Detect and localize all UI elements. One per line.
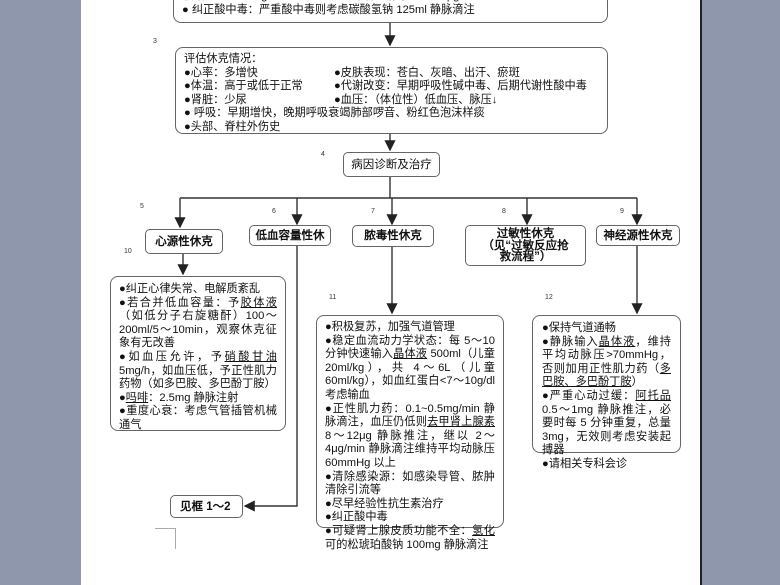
bullet-text: ●可疑肾上腺皮质功能不全： bbox=[325, 524, 473, 537]
bullet-item: ●可疑肾上腺皮质功能不全：氢化可的松琥珀酸钠 100mg 静脉滴注 bbox=[325, 525, 495, 552]
assess-item: ●体温：高于或低于正常 bbox=[184, 80, 303, 93]
bullet-text: ●稳定血流动力学状态：每 5～10 分钟快速输入 bbox=[325, 334, 495, 361]
drug-name-underlined: 氢化 bbox=[472, 524, 495, 537]
step-number-3: 3 bbox=[153, 38, 157, 45]
assess-title: 评估休克情况： bbox=[184, 53, 263, 65]
bullet-text: 8～12μg 静脉推注，继以 2～4μg/min 静脉滴注维持平均动脉压 60m… bbox=[325, 429, 495, 469]
bullet-item: ●积极复苏，加强气道管理 bbox=[325, 321, 495, 335]
bullet-text: ●如血压允许，予 bbox=[119, 350, 225, 363]
bullet-text: ●尽早经验性抗生素治疗 bbox=[325, 497, 444, 510]
bullet-text: ：2.5mg 静脉注射 bbox=[148, 391, 239, 404]
assess-item: ● 呼吸：早期增快，晚期呼吸衰竭肺部啰音、粉红色泡沫样痰 bbox=[184, 107, 485, 120]
bullet-text: 0.5～1mg 静脉推注，必要时每 5 分钟重复，总量 3mg，无效则考虑安装起… bbox=[542, 403, 671, 457]
bullet-item: ●吗啡：2.5mg 静脉注射 bbox=[119, 392, 277, 406]
bullet-item: ●若合并低血容量：予胶体液（如低分子右旋糖酐）100～200ml/5～10min… bbox=[119, 297, 277, 351]
bullet-item: ●请相关专科会诊 bbox=[542, 458, 671, 472]
drug-name-underlined: 晶体液 bbox=[393, 348, 428, 361]
bullet-text: ●严重心动过缓： bbox=[542, 389, 636, 402]
septic-treatment-box: ●积极复苏，加强气道管理 ●稳定血流动力学状态：每 5～10 分钟快速输入晶体液 … bbox=[316, 315, 504, 551]
cardiogenic-treatment-box: ●纠正心律失常、电解质紊乱●若合并低血容量：予胶体液（如低分子右旋糖酐）100～… bbox=[110, 276, 286, 431]
bullet-text: ，维持平均动脉压>70mmHg，否则加用正性肌力药（ bbox=[542, 335, 671, 375]
bullet-item: ●纠正心律失常、电解质紊乱 bbox=[119, 283, 277, 297]
drug-name-underlined: 硝酸甘油 bbox=[224, 350, 277, 363]
drug-name-underlined: 晶体液 bbox=[598, 335, 636, 348]
bullet-text: ●保持气道通畅 bbox=[542, 322, 616, 334]
step-number-8: 8 bbox=[502, 208, 506, 215]
step-number-10: 10 bbox=[124, 248, 132, 255]
bullet-text: 可的松琥珀酸钠 100mg 静脉滴注 bbox=[325, 538, 489, 551]
step-number-5: 5 bbox=[140, 203, 144, 210]
arrow-hypovolemic-to-see-box bbox=[243, 246, 298, 512]
bullet-text: ●静脉输入 bbox=[542, 335, 599, 348]
see-box-1-2: 见框 1～2 bbox=[170, 495, 243, 518]
bullet-text: ●纠正心律失常、电解质紊乱 bbox=[119, 283, 261, 295]
bullet-item: ●尽早经验性抗生素治疗 bbox=[325, 498, 495, 512]
bullet-text: ● 纠正酸中毒：严重酸中毒则考虑碳酸氢钠 125ml 静脉滴注 bbox=[182, 3, 475, 16]
assess-item: ●头部、脊柱外伤史 bbox=[184, 120, 281, 133]
bullet-item: ●清除感染源：如感染导管、脓肿清除引流等 bbox=[325, 471, 495, 498]
bullet-text: ●积极复苏，加强气道管理 bbox=[325, 321, 455, 333]
drug-name-underlined: 胶体液 bbox=[240, 296, 277, 309]
neurogenic-shock-box: 神经源性休克 bbox=[596, 225, 680, 246]
diagnosis-treatment-box: 病因诊断及治疗 bbox=[343, 152, 440, 177]
assess-item: ●代谢改变：早期呼吸性碱中毒、后期代谢性酸中毒 bbox=[334, 80, 587, 93]
step-number-4: 4 bbox=[321, 151, 325, 158]
bullet-item: ●保持气道通畅 bbox=[542, 322, 671, 336]
step-number-9: 9 bbox=[620, 208, 624, 215]
bullet-text: ●清除感染源：如感染导管、脓肿清除引流等 bbox=[325, 470, 495, 497]
bullet-item: ●稳定血流动力学状态：每 5～10 分钟快速输入晶体液 500ml（儿童 20m… bbox=[325, 335, 495, 403]
drug-name-underlined: 阿托品 bbox=[635, 389, 671, 402]
drug-name-underlined: 多巴胺、多巴酚丁胺 bbox=[542, 362, 671, 389]
assess-item: ●肾脏：少尿 bbox=[184, 93, 247, 106]
crop-mark bbox=[155, 528, 176, 549]
bullet-text: 5mg/h，如血压低，予正性肌力药物（如多巴胺、多巴酚丁胺） bbox=[119, 364, 277, 391]
bullet-text: ● bbox=[119, 391, 126, 404]
top-treatment-box: 收缩压<70mmHg 去甲肾上腺素 0.5~30μg/min● 纠正酸中毒：严重… bbox=[173, 0, 608, 23]
bullet-text: ●若合并低血容量：予 bbox=[119, 296, 241, 309]
assess-item: ●心率：多增快 bbox=[184, 66, 258, 79]
step-number-6: 6 bbox=[272, 208, 276, 215]
bullet-item: ●正性肌力药：0.1~0.5mg/min 静脉滴注，血压仍低则去甲肾上腺素8～1… bbox=[325, 403, 495, 471]
anaphylactic-shock-box: 过敏性休克 （见“过敏反应抢救流程”） bbox=[465, 225, 586, 266]
cardiogenic-shock-box: 心源性休克 bbox=[145, 229, 223, 254]
drug-name-underlined: 吗啡 bbox=[125, 391, 149, 404]
septic-shock-box: 脓毒性休克 bbox=[352, 225, 434, 247]
assess-shock-box: 评估休克情况： ●心率：多增快 ●体温：高于或低于正常 ●肾脏：少尿 ●皮肤表现… bbox=[175, 47, 608, 134]
step-number-11: 11 bbox=[329, 294, 337, 301]
bullet-text: ●请相关专科会诊 bbox=[542, 457, 628, 470]
bullet-text: ●纠正酸中毒 bbox=[325, 511, 388, 524]
bullet-item: ●静脉输入晶体液，维持平均动脉压>70mmHg，否则加用正性肌力药（多巴胺、多巴… bbox=[542, 336, 671, 390]
drug-name-underlined: 去甲肾上腺素 bbox=[427, 416, 495, 429]
bullet-text: ●重度心衰：考虑气管插管机械通气 bbox=[119, 405, 277, 431]
assess-item: ●皮肤表现：苍白、灰暗、出汗、瘀斑 bbox=[334, 66, 520, 79]
bullet-text: （如低分子右旋糖酐）100～200ml/5～10min，观察休克征象有无改善 bbox=[119, 310, 277, 350]
bullet-item: ● 纠正酸中毒：严重酸中毒则考虑碳酸氢钠 125ml 静脉滴注 bbox=[182, 4, 599, 18]
bullet-item: ●严重心动过缓：阿托品0.5～1mg 静脉推注，必要时每 5 分钟重复，总量 3… bbox=[542, 390, 671, 458]
hypovolemic-shock-box: 低血容量性休 bbox=[249, 225, 331, 246]
bullet-item: ●纠正酸中毒 bbox=[325, 511, 495, 525]
neurogenic-treatment-box: ●保持气道通畅●静脉输入晶体液，维持平均动脉压>70mmHg，否则加用正性肌力药… bbox=[532, 315, 681, 470]
bullet-text: 500ml（儿童 20ml/kg），共 4～6L（儿童 60ml/kg），如血红… bbox=[325, 348, 495, 401]
bullet-item: 收缩压<70mmHg 去甲肾上腺素 0.5~30μg/min bbox=[182, 0, 599, 4]
step-number-7: 7 bbox=[371, 208, 375, 215]
bullet-text: 收缩压<70mmHg 去甲肾上腺素 0.5~30μg/min bbox=[182, 0, 481, 2]
bullet-item: ●如血压允许，予硝酸甘油5mg/h，如血压低，予正性肌力药物（如多巴胺、多巴酚丁… bbox=[119, 351, 277, 392]
step-number-12: 12 bbox=[545, 294, 553, 301]
bullet-item: ●重度心衰：考虑气管插管机械通气 bbox=[119, 405, 277, 432]
bullet-text: ） bbox=[631, 376, 643, 389]
bullet-text: ●正性肌力药：0.1~0.5mg/min 静脉滴注，血压仍低则 bbox=[325, 402, 495, 429]
assess-item: ●血压：（体位性）低血压、脉压↓ bbox=[334, 93, 498, 106]
